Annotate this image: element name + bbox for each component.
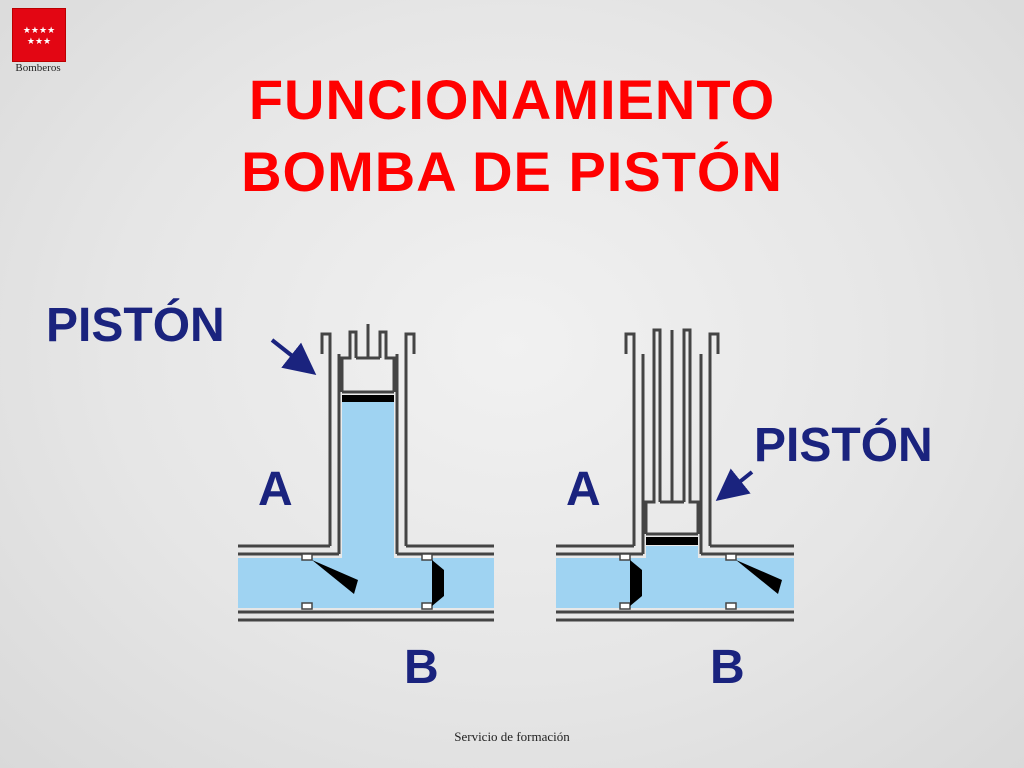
left-piston-arrow [270, 338, 317, 375]
left-inlet-valve-open [312, 560, 358, 594]
right-piston-label: PISTÓN [754, 419, 933, 472]
left-pipe-water [238, 558, 494, 608]
left-cylinder-water [342, 400, 394, 560]
right-seat-markers [619, 553, 737, 610]
svg-text:★★★★: ★★★★ [23, 26, 55, 36]
title-line-2: BOMBA DE PISTÓN [241, 140, 783, 203]
left-seat-markers [301, 553, 433, 610]
slide-title: FUNCIONAMIENTO BOMBA DE PISTÓN [100, 64, 924, 208]
right-cylinder-water [646, 546, 698, 560]
right-chamber-label: A [566, 463, 601, 516]
right-piston-head [646, 537, 698, 545]
logo-caption: Bomberos [15, 62, 61, 74]
stars-icon: ★★★★ ★★★ [23, 26, 55, 47]
footer-text: Servicio de formación [454, 729, 570, 744]
right-outlet-valve-open [736, 560, 782, 594]
left-pipe-label: B [404, 641, 439, 694]
left-outlet-valve-closed [432, 560, 444, 606]
right-inlet-valve-closed [630, 560, 642, 606]
right-piston-arrow [715, 468, 754, 501]
title-line-1: FUNCIONAMIENTO [248, 68, 776, 131]
left-piston-label: PISTÓN [46, 299, 225, 352]
comunidad-madrid-logo: ★★★★ ★★★ [12, 8, 66, 62]
left-pump [238, 324, 494, 622]
right-pipe-water [556, 558, 794, 608]
left-piston-head [342, 395, 394, 402]
svg-text:★★★: ★★★ [27, 37, 51, 47]
left-chamber-label: A [258, 463, 293, 516]
right-pipe-label: B [710, 641, 745, 694]
right-pump [556, 328, 794, 622]
